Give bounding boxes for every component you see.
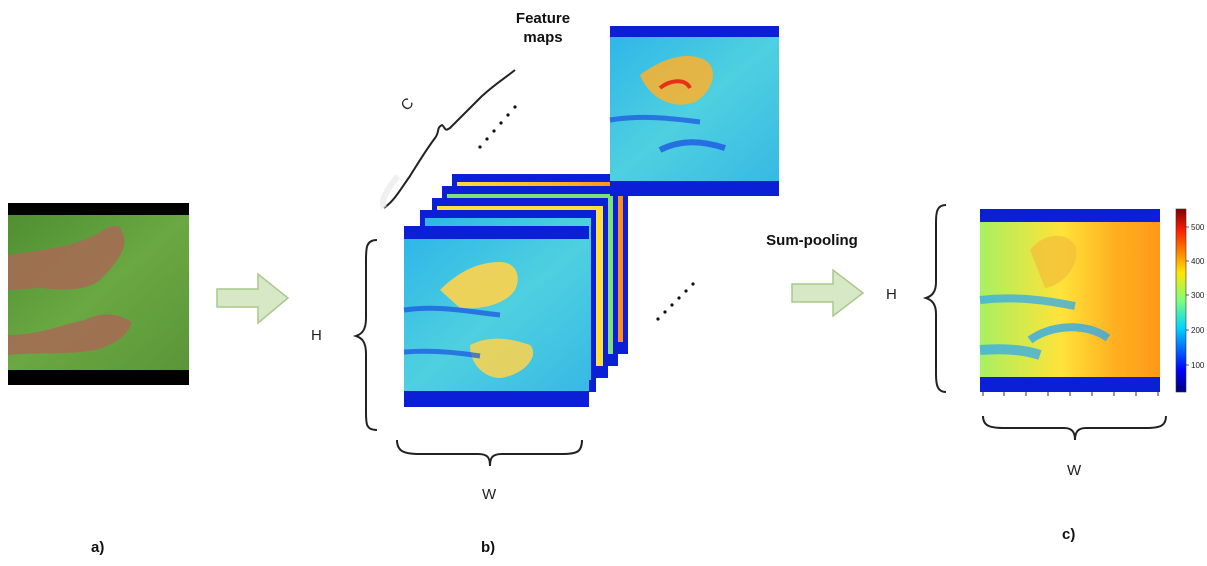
arrow-to-sum-map	[791, 268, 865, 318]
panel-label-a: a)	[91, 539, 105, 556]
sum-pooled-map	[979, 209, 1160, 396]
colorbar-tick-300: 300	[1191, 291, 1205, 300]
height-brace-c	[922, 204, 947, 393]
channel-brace	[380, 69, 516, 210]
sum-pooling-label: Sum-pooling	[766, 232, 858, 249]
input-photo	[8, 203, 189, 385]
height-label-c: H	[886, 286, 897, 303]
width-label-c: W	[1067, 462, 1082, 479]
height-label-b: H	[311, 327, 322, 344]
height-brace-b	[352, 239, 378, 431]
panel-label-b: b)	[481, 539, 496, 556]
width-brace-b	[396, 439, 583, 467]
hand-upper	[8, 225, 125, 290]
colorbar: 500 400 300 200 100	[1175, 208, 1205, 393]
colorbar-tick-500: 500	[1191, 223, 1205, 232]
hand-lower	[8, 314, 132, 355]
continuation-dots	[478, 105, 695, 321]
colorbar-tick-200: 200	[1191, 326, 1205, 335]
feature-maps-label: Feature maps	[515, 10, 571, 46]
colorbar-tick-100: 100	[1191, 361, 1205, 370]
width-label-b: W	[482, 486, 497, 503]
width-brace-c	[982, 415, 1167, 441]
panel-label-c: c)	[1062, 526, 1076, 543]
feature-map-stack	[403, 26, 779, 407]
colorbar-tick-400: 400	[1191, 257, 1205, 266]
arrow-to-feature-maps	[216, 272, 290, 325]
